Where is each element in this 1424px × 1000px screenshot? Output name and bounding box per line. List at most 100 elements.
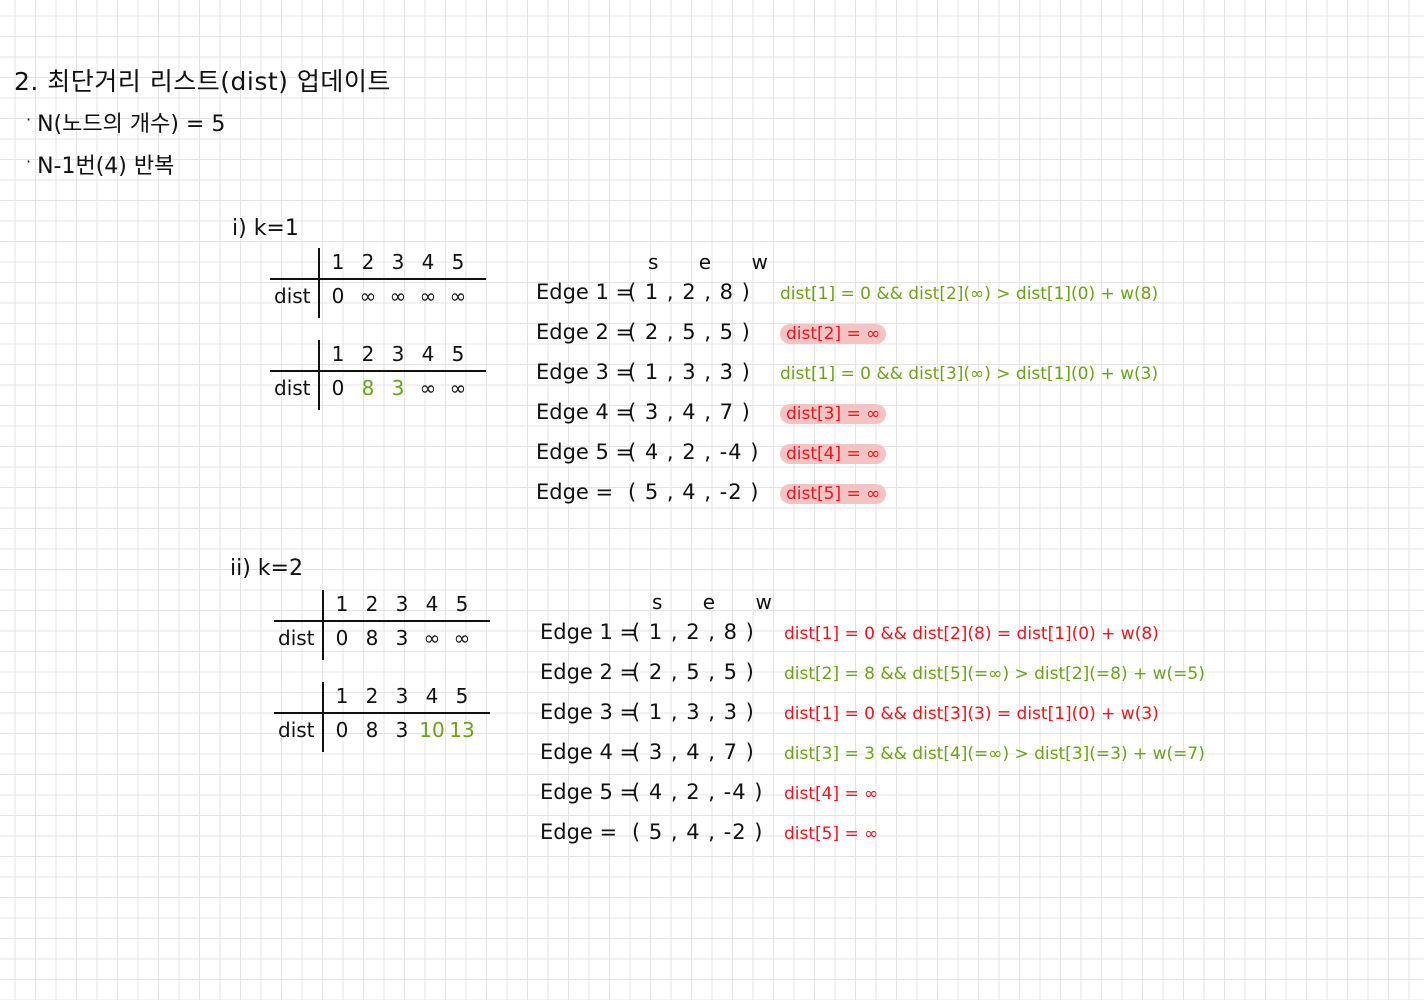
edge-row: Edge 4 =( 3 , 4 , 7 )dist[3] = ∞ <box>536 400 1158 434</box>
case-1-edges: Edge 1 =( 1 , 2 , 8 )dist[1] = 0 && dist… <box>536 280 1158 514</box>
dist-value: 0 <box>335 626 349 650</box>
column-header: 4 <box>425 684 439 708</box>
case-2-table-after: 1 2 3 4 5 dist 0 8 3 10 13 <box>274 682 494 752</box>
edge-tuple: ( 4 , 2 , -4 ) <box>628 440 760 464</box>
table-divider <box>322 590 324 660</box>
bullet-node-count: ·N(노드의 개수) = 5 <box>26 110 226 137</box>
edge-row: Edge =( 5 , 4 , -2 )dist[5] = ∞ <box>540 820 1205 854</box>
column-header: 2 <box>361 250 375 274</box>
case-2-edges: Edge 1 =( 1 , 2 , 8 )dist[1] = 0 && dist… <box>540 620 1205 854</box>
column-header: 3 <box>395 592 409 616</box>
edge-row: Edge 2 =( 2 , 5 , 5 )dist[2] = 8 && dist… <box>540 660 1205 694</box>
table-divider <box>318 248 320 318</box>
page-title: 2. 최단거리 리스트(dist) 업데이트 <box>14 67 391 96</box>
case-1-table-before: 1 2 3 4 5 dist 0 ∞ ∞ ∞ ∞ <box>270 248 490 318</box>
dist-value: 8 <box>365 626 379 650</box>
column-header: 3 <box>391 342 405 366</box>
dist-value-updated: 10 <box>419 718 445 742</box>
column-header: 5 <box>451 342 465 366</box>
dist-value: 0 <box>331 284 345 308</box>
edge-label: Edge 2 = <box>540 660 638 684</box>
edge-note: dist[1] = 0 && dist[2](∞) > dist[1](0) +… <box>780 284 1159 304</box>
column-header: 4 <box>421 342 435 366</box>
column-header: 4 <box>425 592 439 616</box>
edge-label: Edge 5 = <box>536 440 634 464</box>
dist-value: ∞ <box>389 284 407 308</box>
sew-header: s e w <box>652 590 772 614</box>
edge-label: Edge 4 = <box>540 740 638 764</box>
dist-value: ∞ <box>453 626 471 650</box>
column-header: 1 <box>331 250 345 274</box>
edge-note: dist[3] = ∞ <box>780 404 887 424</box>
dist-value: ∞ <box>419 284 437 308</box>
edge-tuple: ( 2 , 5 , 5 ) <box>632 660 755 684</box>
edge-row: Edge = ( 5 , 4 , -2 ) dist[5] = ∞ <box>536 480 1158 514</box>
edge-tuple: ( 2 , 5 , 5 ) <box>628 320 751 344</box>
case-1-table-after: 1 2 3 4 5 dist 0 8 3 ∞ ∞ <box>270 340 490 410</box>
edge-row: Edge 5 =( 4 , 2 , -4 )dist[4] = ∞ <box>540 780 1205 814</box>
bullet-node-count-text: N(노드의 개수) = 5 <box>37 112 226 137</box>
edge-label: Edge 3 = <box>540 700 638 724</box>
edge-label: Edge 3 = <box>536 360 634 384</box>
column-header: 3 <box>391 250 405 274</box>
edge-row: Edge 4 =( 3 , 4 , 7 ) dist[3] = 3 && dist… <box>540 740 1205 774</box>
edge-tuple: ( 3 , 4 , 7 ) <box>632 740 755 764</box>
dist-value: ∞ <box>359 284 377 308</box>
column-header: 1 <box>335 592 349 616</box>
dist-value-updated: 3 <box>391 376 405 400</box>
edge-note: dist[5] = ∞ <box>784 824 879 844</box>
column-header: 4 <box>421 250 435 274</box>
case-2-table-before: 1 2 3 4 5 dist 0 8 3 ∞ ∞ <box>274 590 494 660</box>
edge-note: dist[2] = ∞ <box>780 324 887 344</box>
column-header: 2 <box>361 342 375 366</box>
dist-value: ∞ <box>449 284 467 308</box>
edge-label: Edge = <box>536 480 614 504</box>
sew-s: s <box>652 590 663 614</box>
sew-w: w <box>755 590 772 614</box>
edge-note: dist[5] = ∞ <box>780 484 887 504</box>
sew-e: e <box>698 250 712 274</box>
dist-value: 0 <box>335 718 349 742</box>
dist-value: ∞ <box>423 626 441 650</box>
column-header: 1 <box>335 684 349 708</box>
edge-tuple: ( 1 , 3 , 3 ) <box>628 360 751 384</box>
column-header: 3 <box>395 684 409 708</box>
edge-tuple: ( 5 , 4 , -2 ) <box>628 480 760 504</box>
dist-value-updated: 13 <box>449 718 475 742</box>
edge-label: Edge = <box>540 820 618 844</box>
column-header: 1 <box>331 342 345 366</box>
dist-value: 3 <box>395 718 409 742</box>
table-divider <box>270 278 486 280</box>
table-divider <box>318 340 320 410</box>
row-label: dist <box>278 718 315 742</box>
edge-label: Edge 5 = <box>540 780 638 804</box>
edge-label: Edge 4 = <box>536 400 634 424</box>
edge-row: Edge 3 =( 1 , 3 , 3 )dist[1] = 0 && dist… <box>536 360 1158 394</box>
edge-note: dist[4] = ∞ <box>784 784 879 804</box>
edge-row: Edge 1 =( 1 , 2 , 8 )dist[1] = 0 && dist… <box>540 620 1205 654</box>
table-divider <box>322 682 324 752</box>
dist-value: 0 <box>331 376 345 400</box>
edge-row: Edge 3 =( 1 , 3 , 3 ) dist[1] = 0 && dist… <box>540 700 1205 734</box>
dist-value-updated: 8 <box>361 376 375 400</box>
column-header: 5 <box>455 684 469 708</box>
case-1-label: i) k=1 <box>232 216 299 241</box>
sew-w: w <box>751 250 768 274</box>
edge-note: dist[3] = 3 && dist[4](=∞) > dist[3](=3)… <box>784 744 1205 764</box>
edge-note: dist[4] = ∞ <box>780 444 887 464</box>
row-label: dist <box>278 626 315 650</box>
bullet-repeat: ·N-1번(4) 반복 <box>26 152 175 179</box>
case-2-label: ii) k=2 <box>230 556 303 581</box>
dist-value: 8 <box>365 718 379 742</box>
sew-s: s <box>648 250 659 274</box>
row-label: dist <box>274 376 311 400</box>
row-label: dist <box>274 284 311 308</box>
edge-note: dist[1] = 0 && dist[3](3) = dist[1](0) +… <box>784 704 1159 724</box>
column-header: 2 <box>365 592 379 616</box>
bullet-repeat-text: N-1번(4) 반복 <box>37 154 175 179</box>
edge-tuple: ( 1 , 3 , 3 ) <box>632 700 755 724</box>
edge-label: Edge 1 = <box>540 620 638 644</box>
column-header: 5 <box>451 250 465 274</box>
edge-row: Edge 5 =( 4 , 2 , -4 ) dist[4] = ∞ <box>536 440 1158 474</box>
table-divider <box>274 620 490 622</box>
